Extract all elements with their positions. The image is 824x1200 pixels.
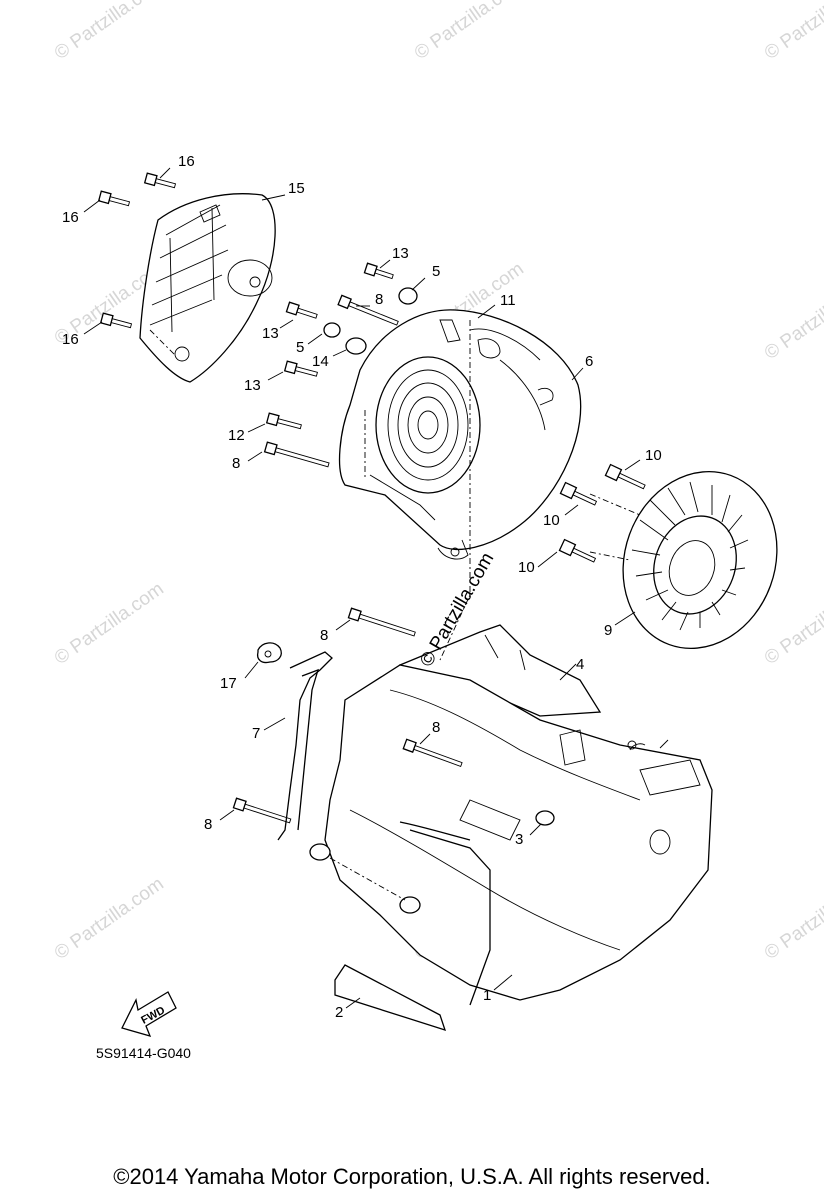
- callout-15: 15: [288, 180, 305, 197]
- watermark: © Partzilla.com: [51, 873, 168, 964]
- part-2-belt: [334, 821, 491, 1032]
- collar-group: [323, 287, 418, 355]
- part-9-fan: [622, 470, 778, 650]
- callout-3: 3: [515, 831, 523, 848]
- callout-8: 8: [232, 455, 240, 472]
- watermark: © Partzilla.com: [51, 0, 168, 64]
- callout-8: 8: [320, 627, 328, 644]
- watermark: © Partzilla.com: [761, 273, 824, 364]
- bolt-small-group: [97, 172, 646, 563]
- bolt-8-group: [232, 294, 463, 824]
- callout-5: 5: [296, 339, 304, 356]
- diagram-code: 5S91414-G040: [96, 1045, 191, 1061]
- copyright-notice: ©2014 Yamaha Motor Corporation, U.S.A. A…: [113, 1164, 711, 1189]
- callout-8: 8: [375, 291, 383, 308]
- callout-10: 10: [543, 512, 560, 529]
- callout-2: 2: [335, 1004, 343, 1021]
- assembly-lines: [149, 320, 641, 901]
- watermark: © Partzilla.com: [411, 0, 528, 64]
- callout-17: 17: [220, 675, 237, 692]
- callout-1: 1: [483, 987, 491, 1004]
- callout-9: 9: [604, 622, 612, 639]
- watermark: © Partzilla.com: [51, 578, 168, 669]
- callout-13: 13: [392, 245, 409, 262]
- callout-11: 11: [500, 292, 516, 309]
- callout-13: 13: [262, 325, 279, 342]
- callout-8: 8: [204, 816, 212, 833]
- watermark: © Partzilla.com: [761, 873, 824, 964]
- callout-12: 12: [228, 427, 245, 444]
- callout-4: 4: [576, 656, 584, 673]
- watermark: © Partzilla.com: [761, 578, 824, 669]
- callout-16: 16: [62, 331, 79, 348]
- callout-16: 16: [178, 153, 195, 170]
- fwd-arrow-icon: FWD: [121, 991, 177, 1037]
- callouts: 16 15 16 16 13 5 8 11 13 5 14 6 13 12 8 …: [62, 153, 662, 1021]
- callout-6: 6: [585, 353, 593, 370]
- callout-14: 14: [312, 353, 329, 370]
- part-17-clip: [256, 642, 282, 664]
- leader-lines: [83, 167, 641, 1009]
- callout-10: 10: [645, 447, 662, 464]
- callout-16: 16: [62, 209, 79, 226]
- part-3-collar: [309, 810, 555, 914]
- part-7-bracket: [277, 651, 333, 841]
- callout-7: 7: [252, 725, 260, 742]
- part-15-shroud-cover: [139, 193, 276, 383]
- callout-5: 5: [432, 263, 440, 280]
- watermark: © Partzilla.com: [761, 0, 824, 64]
- callout-10: 10: [518, 559, 535, 576]
- part-6-fan-housing: [338, 309, 582, 560]
- callout-13: 13: [244, 377, 261, 394]
- callout-8: 8: [432, 719, 440, 736]
